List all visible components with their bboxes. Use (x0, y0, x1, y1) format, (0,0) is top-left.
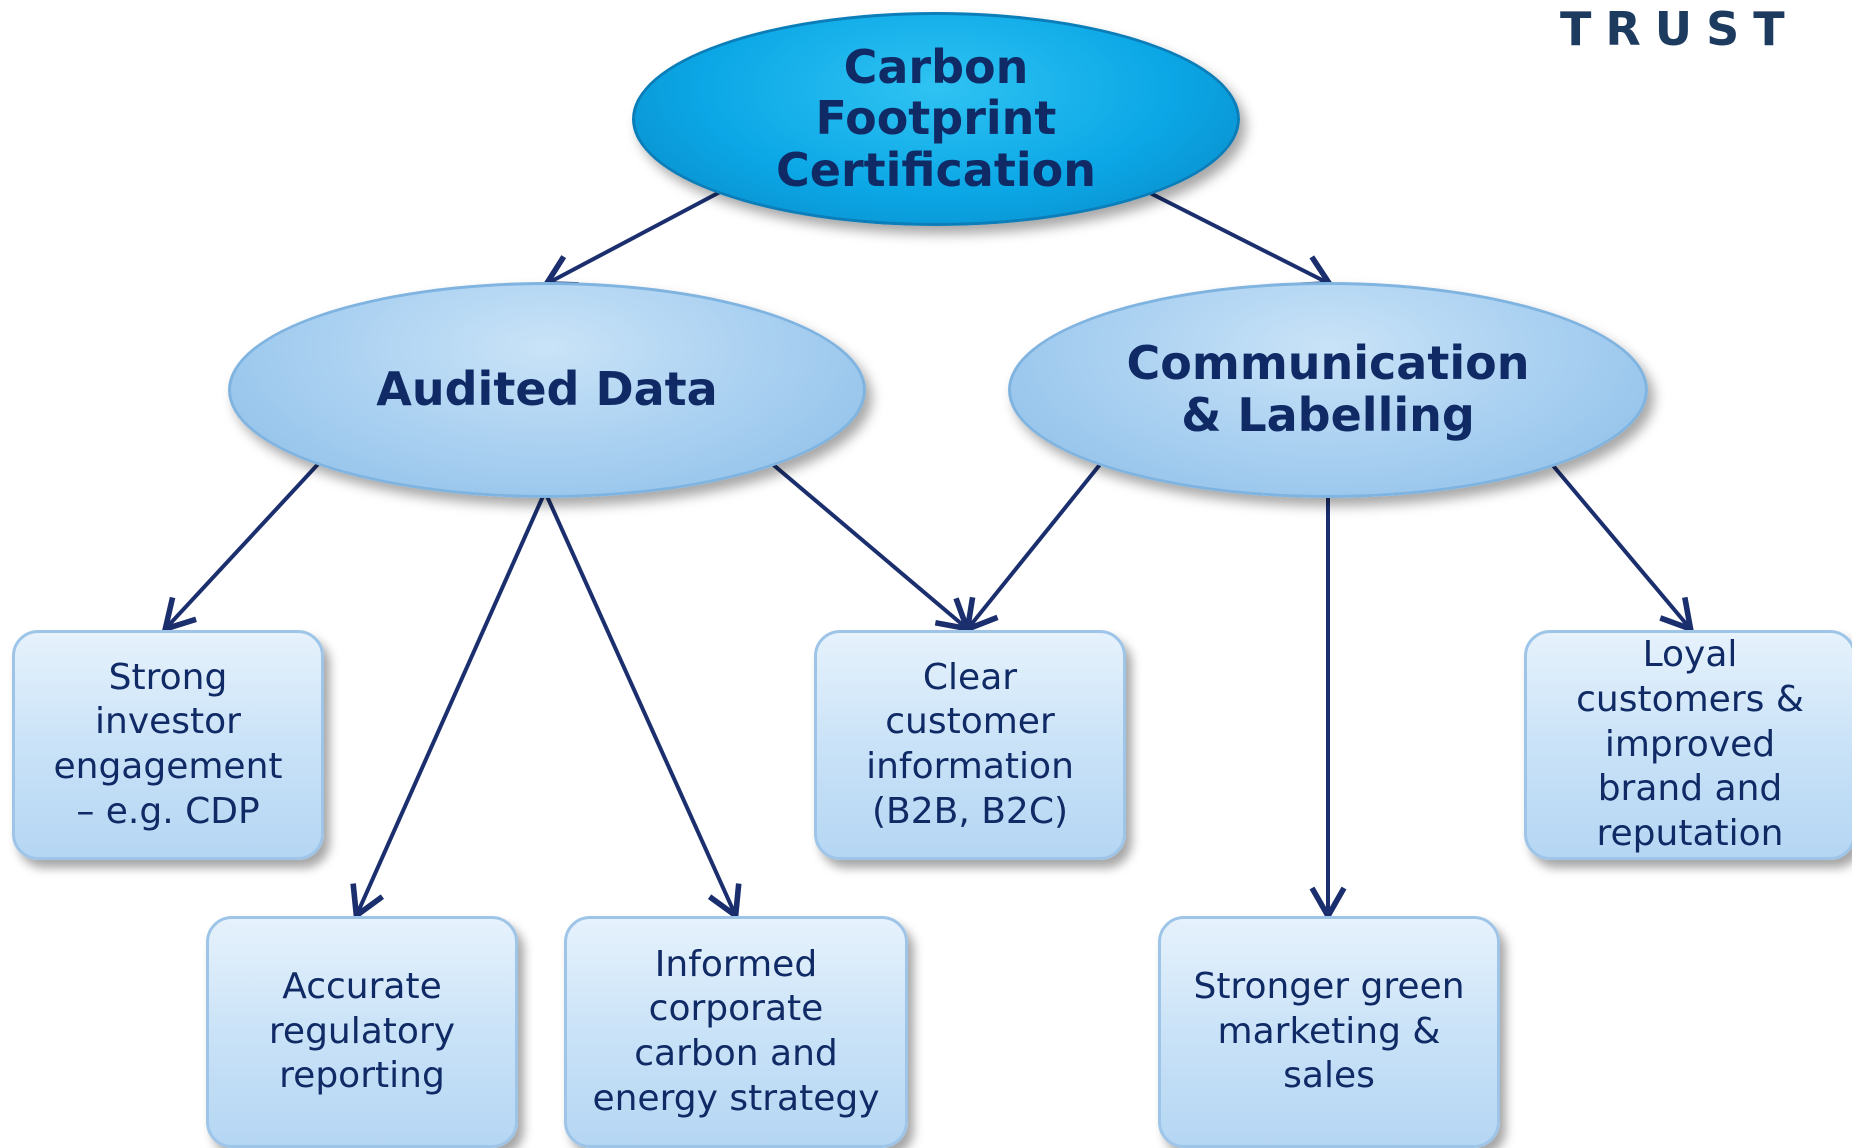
box-loyal-customers: Loyal customers & improved brand and rep… (1524, 630, 1852, 860)
box-label: Informed corporate carbon and energy str… (592, 943, 880, 1119)
box-label: Loyal customers & improved brand and rep… (1576, 634, 1804, 854)
arrow-audited-to-accurate (350, 493, 546, 921)
arrow-communication-to-clear (963, 460, 1104, 634)
node-audited-data: Audited Data (228, 282, 866, 498)
box-label: Stronger green marketing & sales (1193, 966, 1465, 1097)
box-stronger-green-marketing: Stronger green marketing & sales (1158, 916, 1500, 1148)
node-label: Communication & Labelling (1126, 336, 1530, 442)
box-accurate-regulatory-reporting: Accurate regulatory reporting (206, 916, 518, 1148)
arrow-audited-to-clear (768, 460, 972, 633)
node-carbon-footprint-certification: Carbon Footprint Certification (632, 12, 1240, 226)
box-investor-engagement: Strong investor engagement – e.g. CDP (12, 630, 324, 860)
brand-wordmark: TRUST (1560, 2, 1799, 56)
arrow-root-to-audited (541, 190, 721, 288)
box-label: Clear customer information (B2B, B2C) (866, 656, 1074, 832)
arrow-root-to-communication (1147, 190, 1335, 289)
arrow-audited-to-informed (544, 493, 742, 921)
arrow-audited-to-investor (161, 460, 322, 634)
node-communication-labelling: Communication & Labelling (1008, 282, 1648, 498)
arrow-communication-to-loyal (1548, 460, 1695, 634)
box-label: Strong investor engagement – e.g. CDP (53, 656, 283, 832)
node-label: Audited Data (376, 362, 718, 417)
box-label: Accurate regulatory reporting (268, 966, 456, 1097)
box-informed-corporate-strategy: Informed corporate carbon and energy str… (564, 916, 908, 1148)
box-clear-customer-information: Clear customer information (B2B, B2C) (814, 630, 1126, 860)
node-label: Carbon Footprint Certification (776, 39, 1096, 197)
